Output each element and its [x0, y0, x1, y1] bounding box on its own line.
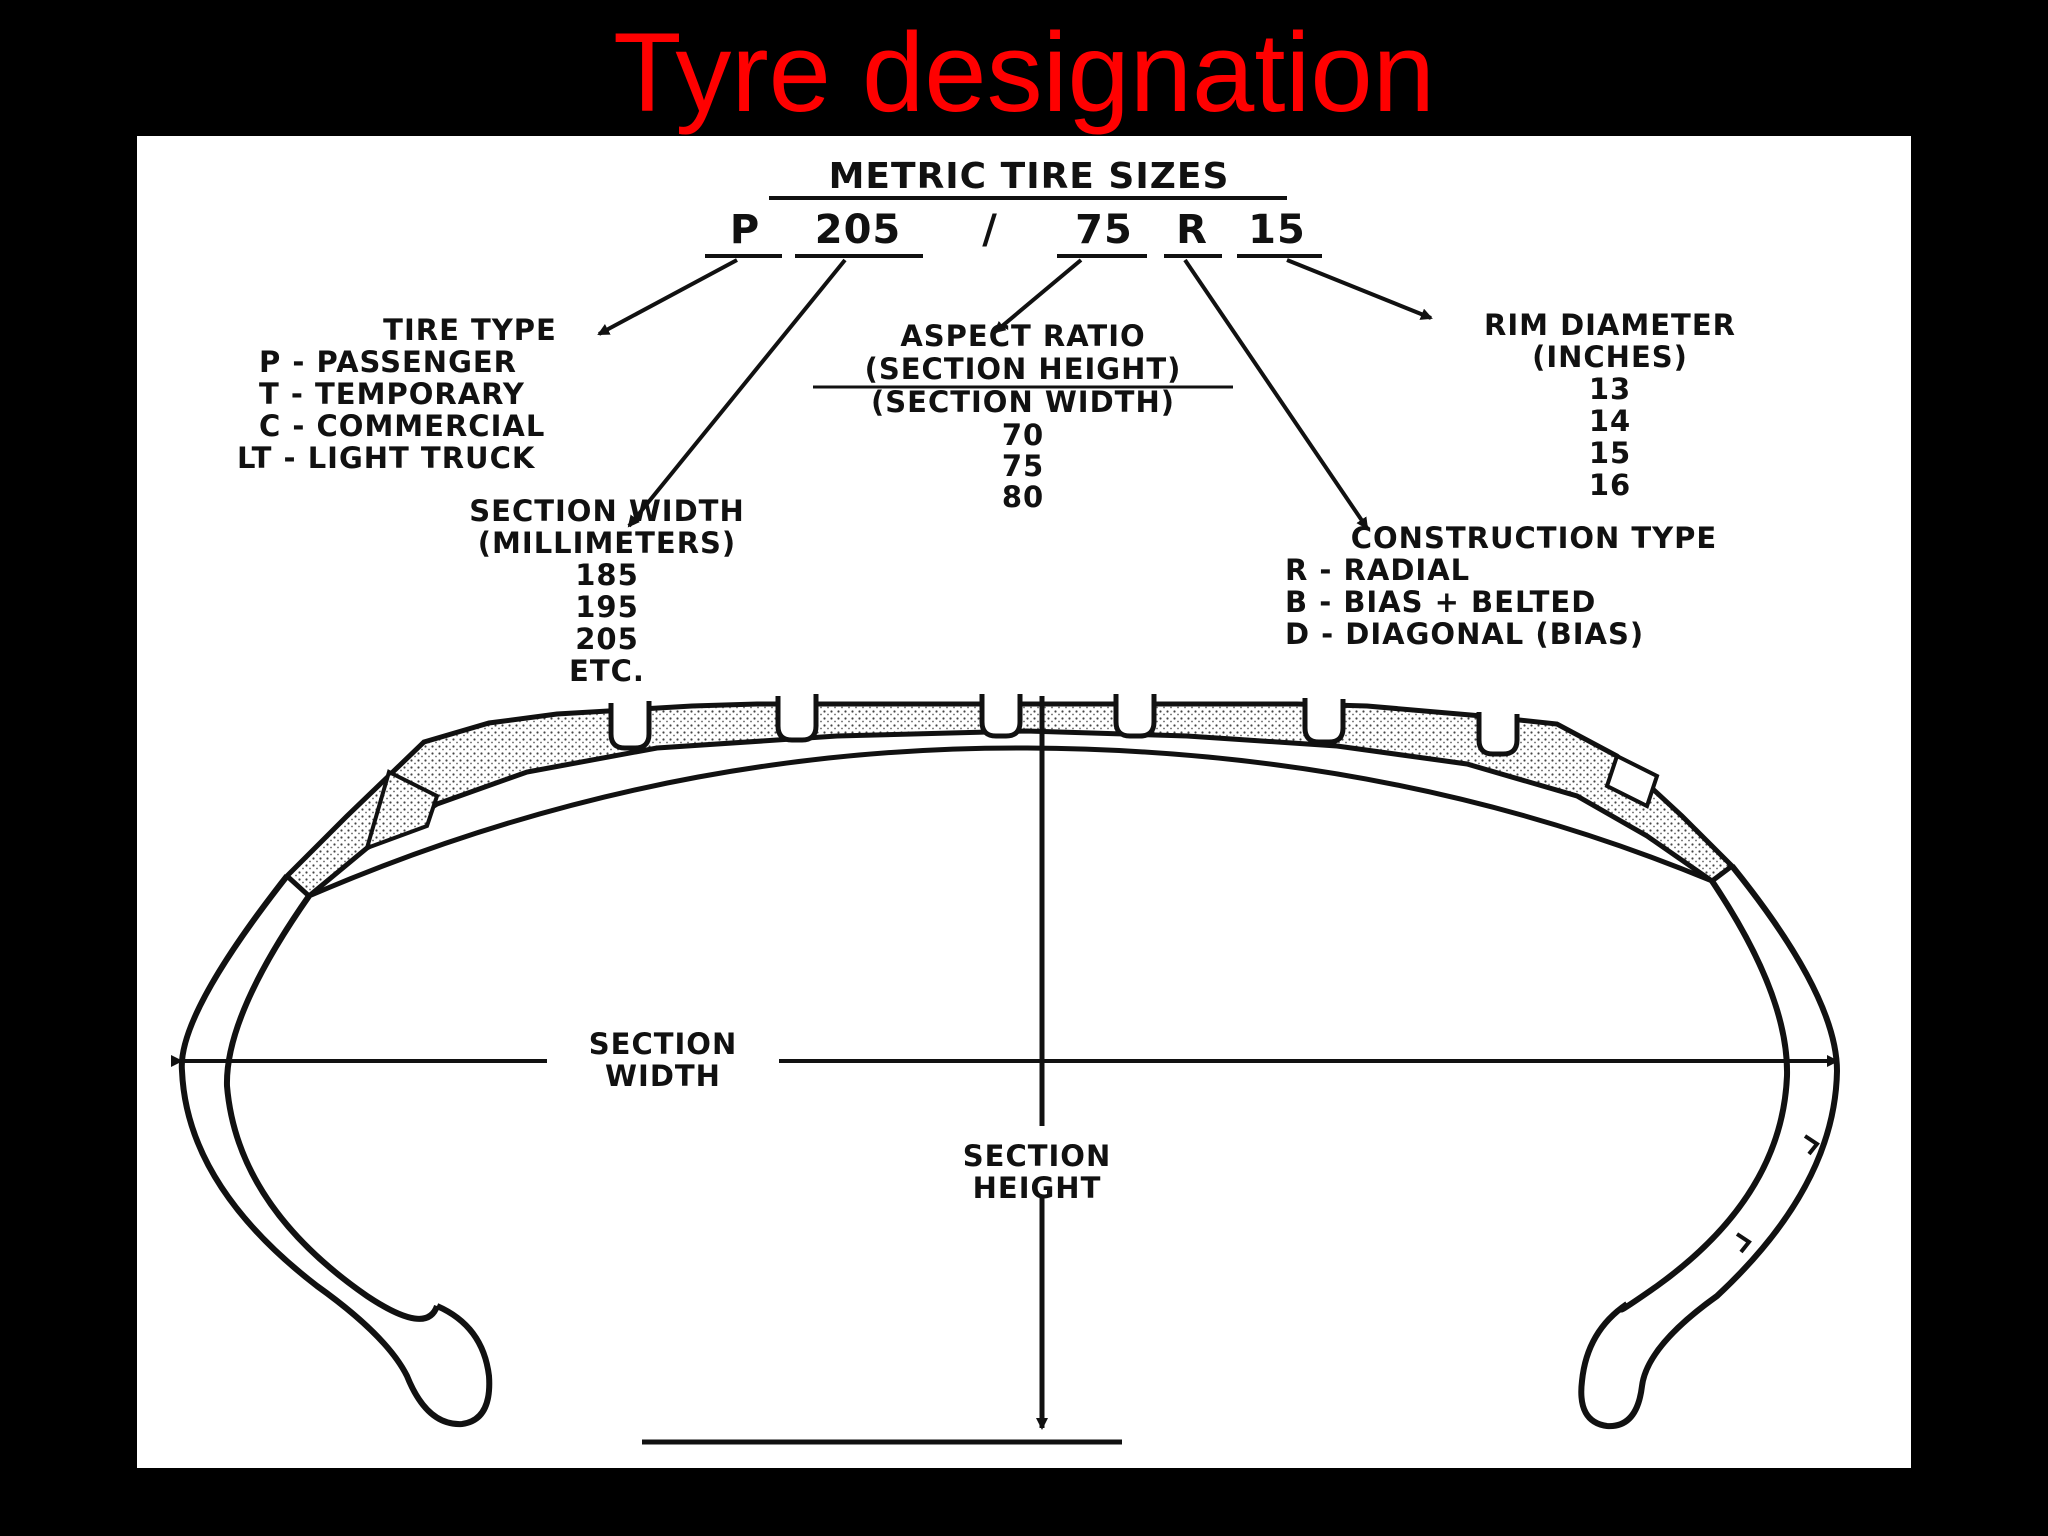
code-rim: 15	[1248, 207, 1306, 253]
section-width-unit: (MILLIMETERS)	[478, 526, 736, 560]
right-outer-sidewall	[1578, 864, 1841, 1430]
section-width-value: 185	[575, 558, 639, 592]
section-width-diagram-label-line2: WIDTH	[605, 1059, 721, 1093]
aspect-ratio-value: 75	[1002, 449, 1044, 483]
aspect-ratio-title: ASPECT RATIO	[900, 319, 1145, 353]
arrow-to-tire-type	[597, 258, 738, 336]
leader-arrows	[597, 258, 1433, 530]
tire-size-diagram: METRIC TIRE SIZES P 205 / 75 R 15	[137, 136, 1911, 1468]
tire-type-item: T - TEMPORARY	[259, 377, 525, 411]
left-outer-sidewall	[178, 874, 493, 1428]
rim-diameter-title: RIM DIAMETER	[1484, 308, 1736, 342]
rim-diameter-value: 13	[1589, 372, 1631, 406]
inner-cavity-top	[308, 745, 1713, 899]
tire-type-item: P - PASSENGER	[259, 345, 517, 379]
arrow-to-aspect-ratio	[993, 258, 1083, 334]
rim-diameter-unit: (INCHES)	[1532, 340, 1688, 374]
tread-grooves	[608, 694, 1520, 757]
aspect-ratio-value: 70	[1002, 418, 1044, 452]
section-height-diagram-label-line2: HEIGHT	[973, 1171, 1102, 1205]
construction-type-item: D - DIAGONAL (BIAS)	[1285, 617, 1644, 651]
section-width-value: ETC.	[569, 654, 645, 688]
aspect-ratio-denominator: (SECTION WIDTH)	[871, 385, 1175, 419]
section-width-diagram-label-line1: SECTION	[589, 1027, 737, 1061]
arrow-to-section-width	[627, 258, 847, 528]
right-inner-liner	[1618, 879, 1791, 1313]
construction-type-item: R - RADIAL	[1285, 553, 1470, 587]
left-inner-liner	[223, 894, 440, 1322]
slide-title: Tyre designation	[613, 10, 1435, 135]
code-aspect: 75	[1075, 207, 1133, 253]
tire-type-item: LT - LIGHT TRUCK	[237, 441, 536, 475]
construction-type-item: B - BIAS + BELTED	[1285, 585, 1596, 619]
code-construction: R	[1176, 207, 1208, 253]
section-width-title: SECTION WIDTH	[469, 494, 744, 528]
section-width-value: 195	[575, 590, 639, 624]
aspect-ratio-value: 80	[1002, 480, 1044, 514]
tire-type-item: C - COMMERCIAL	[259, 409, 545, 443]
aspect-ratio-numerator: (SECTION HEIGHT)	[865, 352, 1182, 386]
section-height-diagram-label-line1: SECTION	[963, 1139, 1111, 1173]
rim-diameter-value: 15	[1589, 436, 1631, 470]
code-p: P	[730, 207, 760, 253]
code-width: 205	[815, 207, 902, 253]
section-width-value: 205	[575, 622, 639, 656]
rim-diameter-value: 14	[1589, 404, 1631, 438]
tire-cross-section: SECTION WIDTH SECTION HEIGHT	[171, 694, 1841, 1445]
diagram-canvas: METRIC TIRE SIZES P 205 / 75 R 15	[171, 156, 1841, 1445]
construction-type-title: CONSTRUCTION TYPE	[1351, 521, 1717, 555]
tire-type-title: TIRE TYPE	[383, 313, 557, 347]
arrow-to-construction-type	[1183, 258, 1369, 530]
diagram-heading: METRIC TIRE SIZES	[829, 156, 1230, 197]
code-slash: /	[982, 207, 998, 253]
rim-diameter-value: 16	[1589, 468, 1631, 502]
arrow-to-rim-diameter	[1286, 258, 1433, 320]
